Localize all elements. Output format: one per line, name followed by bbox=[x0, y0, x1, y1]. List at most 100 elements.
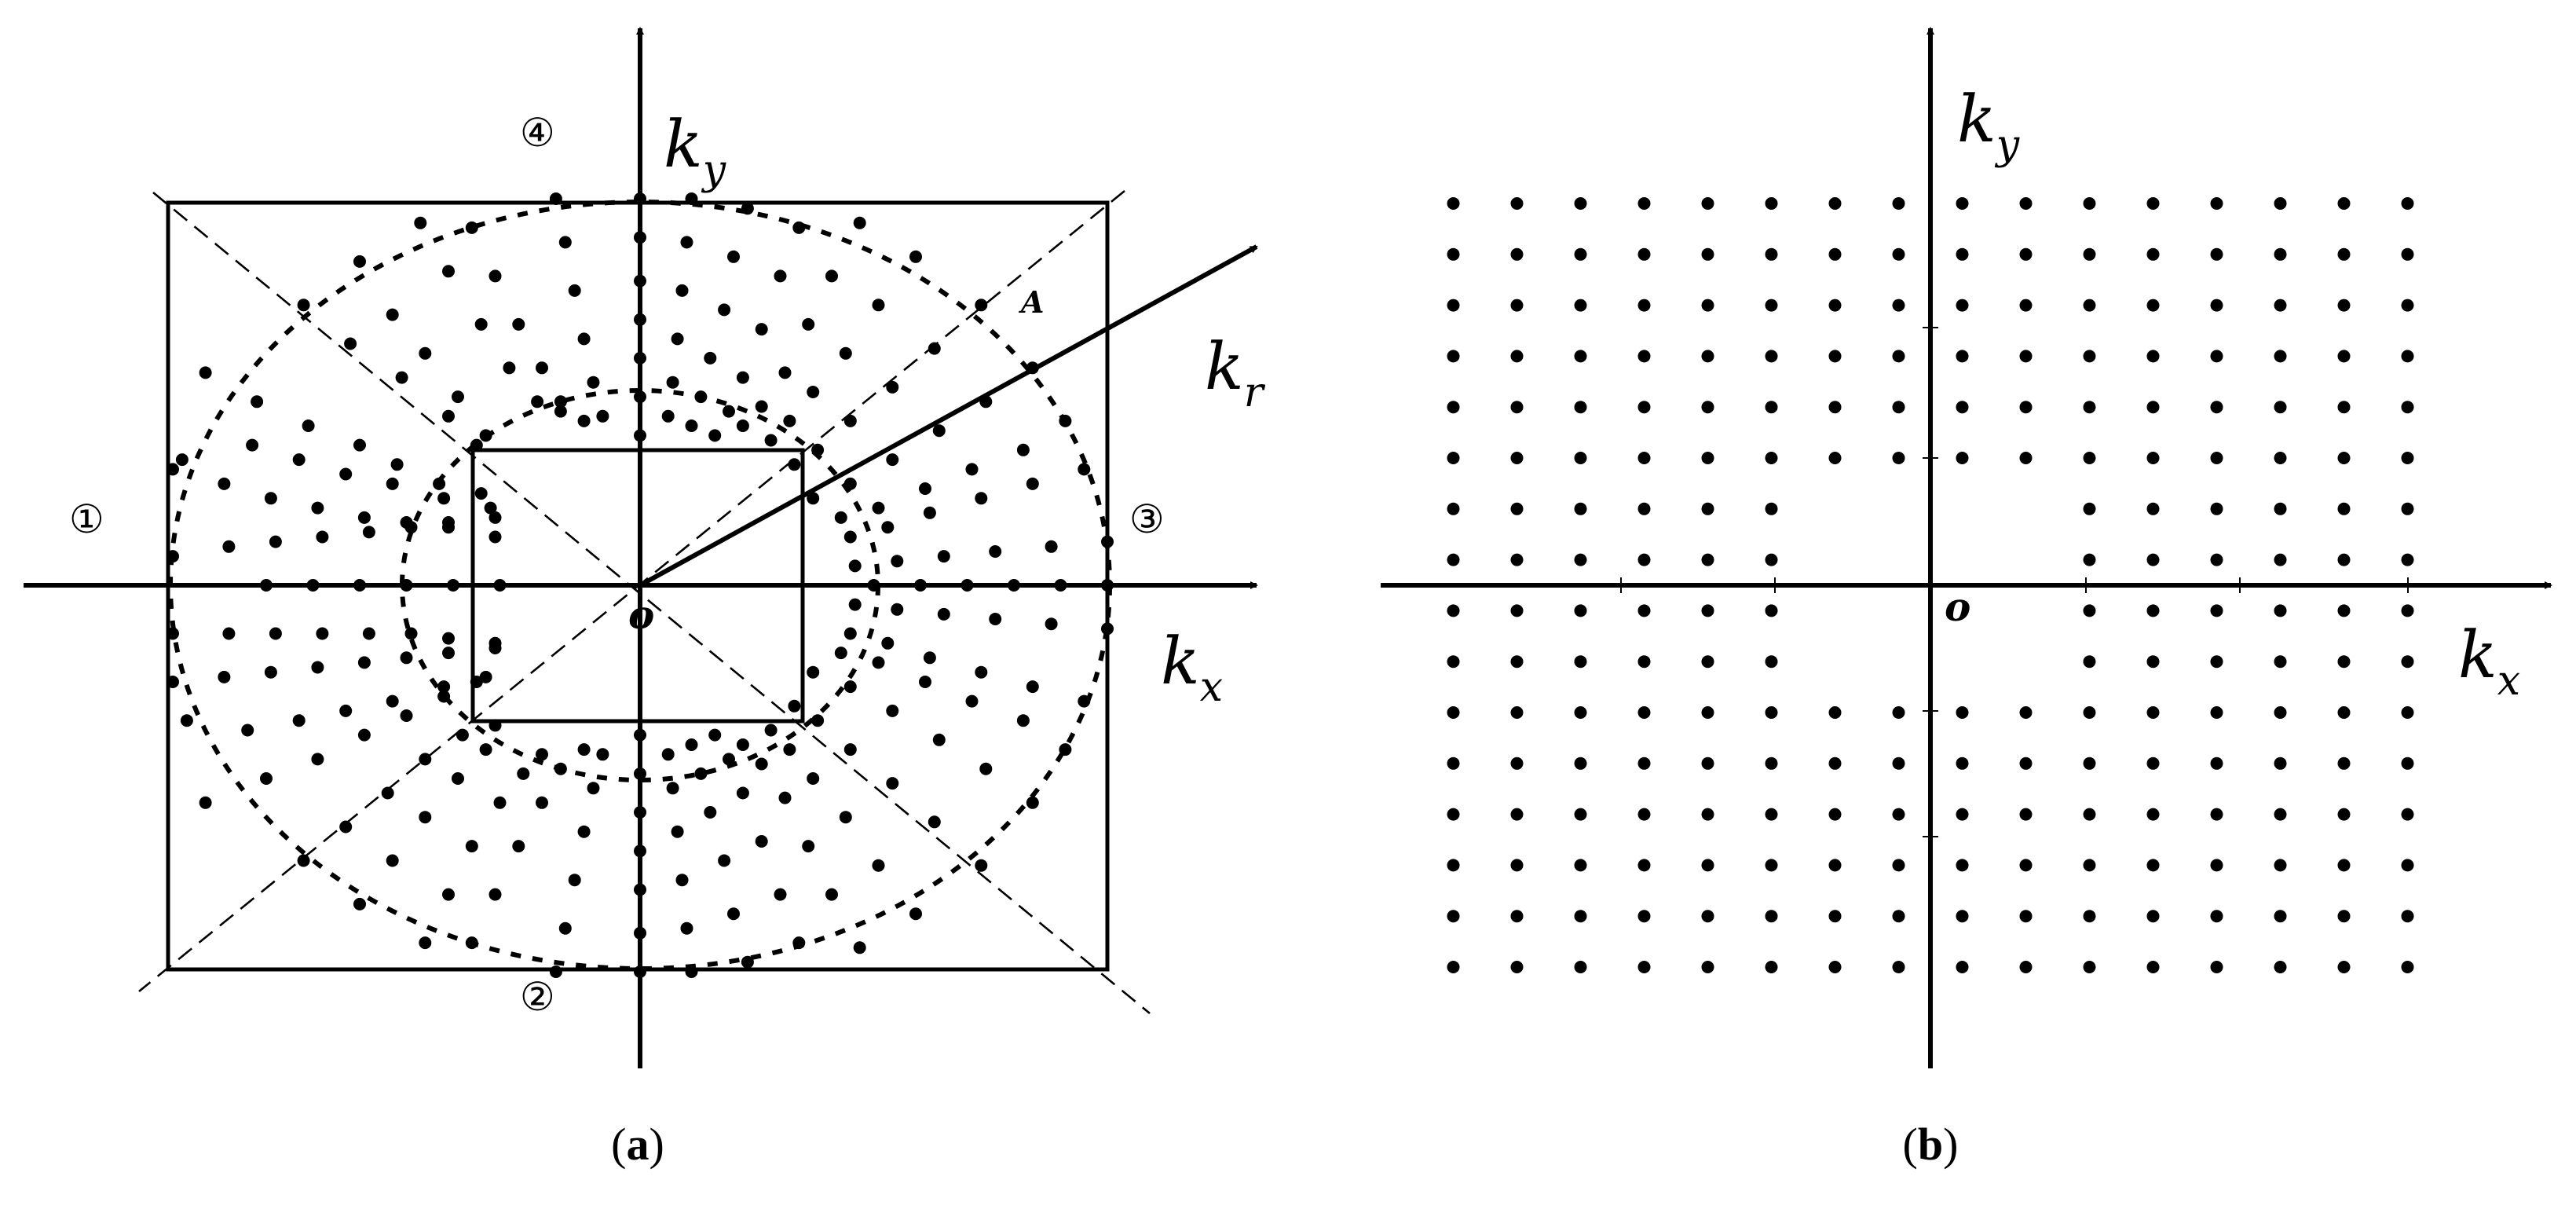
radial-sample-point bbox=[199, 796, 212, 809]
grid-sample-point bbox=[1510, 299, 1524, 312]
grid-sample-point bbox=[1956, 197, 1969, 210]
grid-sample-point bbox=[2019, 859, 2033, 872]
radial-sample-point bbox=[839, 811, 852, 824]
radial-sample-point bbox=[381, 786, 394, 800]
radial-sample-point bbox=[989, 545, 1002, 558]
radial-sample-point bbox=[1016, 443, 1030, 456]
radial-sample-point bbox=[755, 323, 768, 336]
grid-sample-point bbox=[1828, 401, 1842, 414]
radial-sample-point bbox=[488, 511, 502, 524]
radial-sample-point bbox=[577, 414, 591, 427]
radial-sample-point bbox=[442, 632, 455, 645]
radial-sample-point bbox=[465, 221, 478, 234]
grid-sample-point bbox=[2274, 401, 2287, 414]
grid-sample-point bbox=[2146, 452, 2160, 464]
radial-sample-point bbox=[554, 762, 567, 775]
radial-sample-point bbox=[675, 874, 689, 887]
radial-sample-point bbox=[802, 317, 815, 331]
radial-sample-point bbox=[419, 753, 432, 766]
grid-sample-point bbox=[1510, 247, 1524, 261]
grid-sample-point bbox=[1892, 299, 1905, 312]
radial-sample-point bbox=[222, 540, 236, 553]
grid-sample-point bbox=[1956, 247, 1969, 261]
grid-sample-point bbox=[2146, 247, 2160, 261]
grid-sample-point bbox=[1765, 299, 1778, 312]
radial-sample-point bbox=[465, 936, 478, 950]
grid-sample-point bbox=[2401, 961, 2414, 973]
radial-sample-point bbox=[989, 613, 1002, 625]
grid-sample-point bbox=[2146, 655, 2160, 669]
grid-sample-point bbox=[2083, 910, 2096, 923]
grid-sample-point bbox=[2019, 299, 2033, 312]
radial-sample-point bbox=[872, 656, 885, 669]
grid-sample-point bbox=[2083, 197, 2096, 210]
radial-sample-point bbox=[886, 704, 899, 717]
grid-sample-point bbox=[1637, 299, 1651, 312]
grid-sample-point bbox=[1637, 655, 1651, 669]
grid-sample-point bbox=[2274, 859, 2287, 872]
grid-sample-point bbox=[2401, 757, 2414, 770]
grid-sample-point bbox=[2274, 247, 2287, 261]
grid-sample-point bbox=[2337, 502, 2351, 515]
radial-sample-point bbox=[404, 627, 418, 640]
radial-sample-point bbox=[919, 482, 931, 495]
radial-sample-point bbox=[264, 665, 277, 679]
radial-sample-point bbox=[470, 676, 483, 688]
radial-sample-point bbox=[975, 299, 988, 312]
radial-sample-point bbox=[671, 825, 684, 838]
grid-sample-point bbox=[2401, 553, 2414, 566]
grid-sample-point bbox=[2210, 197, 2223, 210]
radial-sample-point bbox=[536, 796, 548, 809]
radial-sample-point bbox=[419, 346, 432, 360]
radial-sample-point bbox=[1026, 680, 1039, 694]
grid-sample-point bbox=[2274, 197, 2287, 210]
grid-sample-point bbox=[2337, 655, 2351, 669]
grid-sample-point bbox=[1892, 452, 1905, 464]
grid-sample-point bbox=[1701, 350, 1714, 363]
grid-sample-point bbox=[2210, 859, 2223, 872]
cartesian-sample-points bbox=[1447, 197, 2414, 973]
radial-sample-point bbox=[1045, 617, 1058, 631]
region-label-3: ③ bbox=[1129, 496, 1165, 542]
grid-sample-point bbox=[1574, 961, 1587, 973]
radial-sample-point bbox=[666, 782, 679, 795]
grid-sample-point bbox=[1447, 247, 1460, 261]
grid-sample-point bbox=[1510, 910, 1524, 923]
radial-sample-point bbox=[456, 728, 469, 742]
grid-sample-point bbox=[1574, 808, 1587, 821]
grid-sample-point bbox=[1701, 910, 1714, 923]
radial-sample-point bbox=[1026, 477, 1039, 490]
grid-sample-point bbox=[2146, 299, 2160, 312]
grid-sample-point bbox=[2337, 247, 2351, 261]
radial-sample-point bbox=[764, 724, 778, 737]
radial-sample-point bbox=[470, 438, 483, 452]
grid-sample-point bbox=[2019, 452, 2033, 464]
grid-sample-point bbox=[1828, 808, 1842, 821]
radial-sample-point bbox=[357, 656, 371, 669]
grid-sample-point bbox=[1765, 553, 1778, 566]
radial-sample-point bbox=[979, 762, 993, 775]
radial-sample-point bbox=[395, 371, 408, 384]
radial-sample-point bbox=[419, 936, 432, 950]
kx-label: kx bbox=[1161, 625, 1223, 711]
radial-sample-point bbox=[488, 269, 502, 283]
kr-label: kr bbox=[1205, 330, 1266, 416]
grid-sample-point bbox=[1701, 655, 1714, 669]
grid-sample-point bbox=[1828, 247, 1842, 261]
grid-sample-point bbox=[1701, 299, 1714, 312]
radial-sample-point bbox=[872, 501, 885, 515]
radial-sample-point bbox=[175, 453, 188, 467]
grid-sample-point bbox=[2146, 859, 2160, 872]
radial-sample-point bbox=[834, 647, 847, 660]
grid-sample-point bbox=[2274, 757, 2287, 770]
radial-sample-point bbox=[741, 955, 754, 969]
origin-label-b: o bbox=[1945, 584, 1970, 630]
radial-sample-point bbox=[493, 796, 507, 809]
radial-sample-point bbox=[386, 477, 399, 490]
radial-sample-point bbox=[843, 477, 857, 490]
radial-sample-point bbox=[166, 463, 179, 476]
radial-sample-point bbox=[843, 414, 857, 427]
radial-sample-point bbox=[886, 777, 899, 790]
grid-sample-point bbox=[1956, 859, 1969, 872]
grid-sample-point bbox=[2083, 299, 2096, 312]
